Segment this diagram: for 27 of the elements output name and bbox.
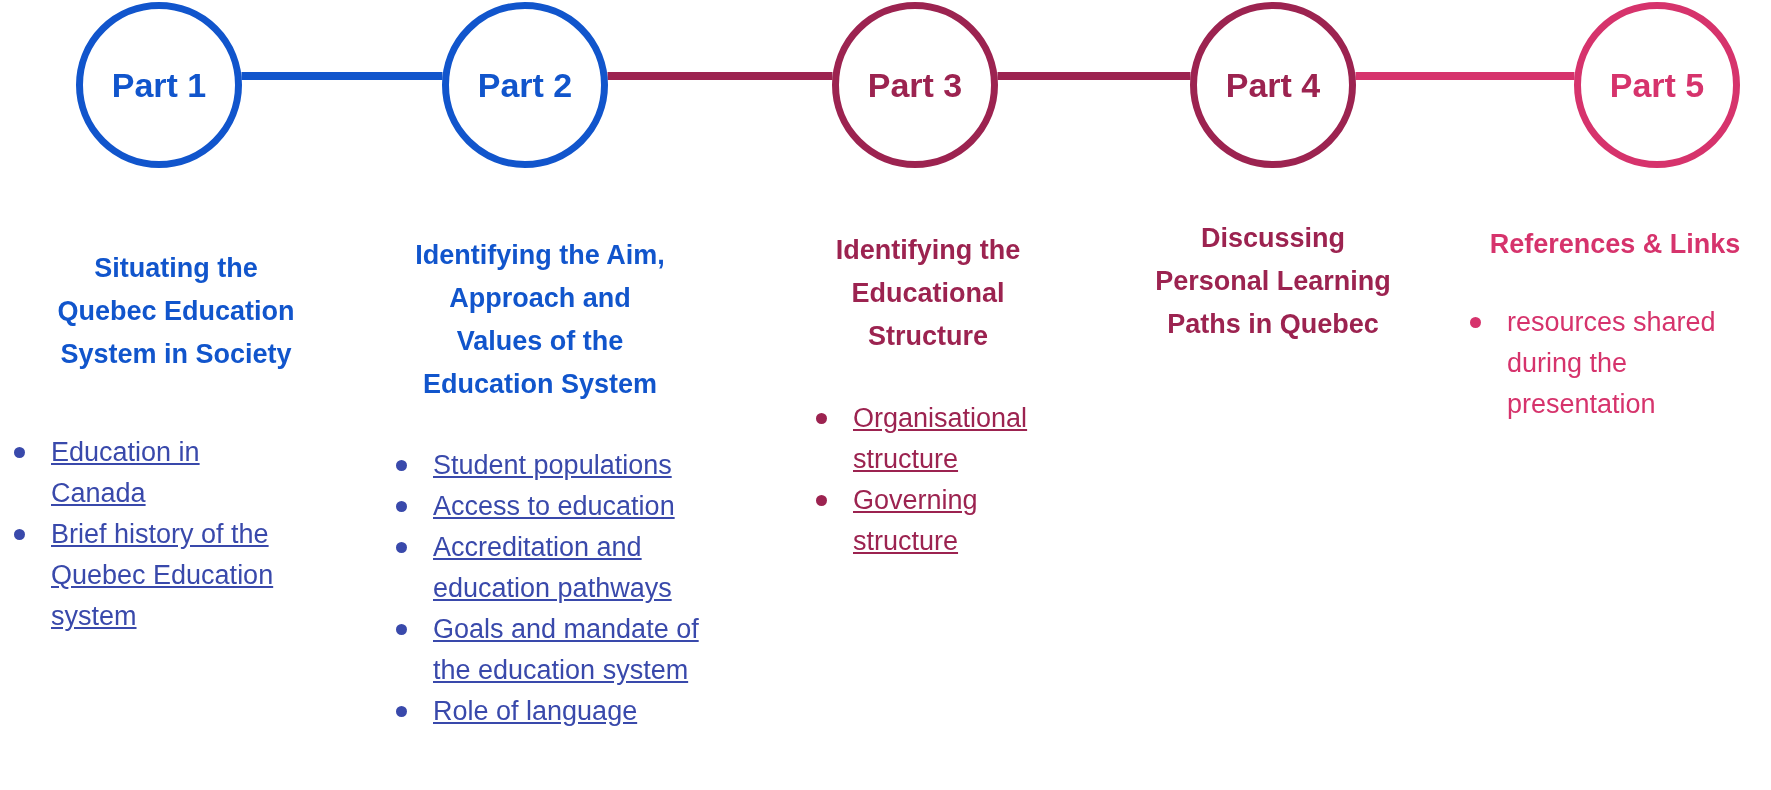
step-label: Part 3 [867,65,963,105]
step-circle [832,2,998,168]
step-circle [76,2,242,168]
section-heading: Identifying the Aim, Approach and Values of the Education System [414,239,666,401]
topic-link: Governing structure [853,484,979,558]
topic-link: Student populations [433,449,672,482]
topic-link: Goals and mandate of the education system [433,613,700,687]
step-circle [1574,2,1740,168]
topic-link: Organisational structure [853,402,1029,476]
topic-link: Education in Canada [51,436,201,510]
bullet-text: resources shared during the presentation [1507,306,1717,421]
connector-line [997,72,1191,80]
section-heading: References & Links [1488,228,1742,261]
section-heading: Identifying the Educational Structure [834,234,1022,353]
topic-link: Brief history of the Quebec Education system [51,518,275,633]
step-label: Part 4 [1225,65,1321,105]
connector-line [241,72,443,80]
topic-link: Role of language [433,695,638,728]
section-heading: Discussing Personal Learning Paths in Quebec [1154,222,1392,341]
topic-link: Access to education [433,490,675,523]
section-heading: Situating the Quebec Education System in Society [56,252,296,371]
step-circle [442,2,608,168]
step-label: Part 2 [477,65,573,105]
step-label: Part 5 [1609,65,1705,105]
topic-link: Accreditation and education pathways [433,531,673,605]
step-circle [1190,2,1356,168]
step-label: Part 1 [111,65,207,105]
